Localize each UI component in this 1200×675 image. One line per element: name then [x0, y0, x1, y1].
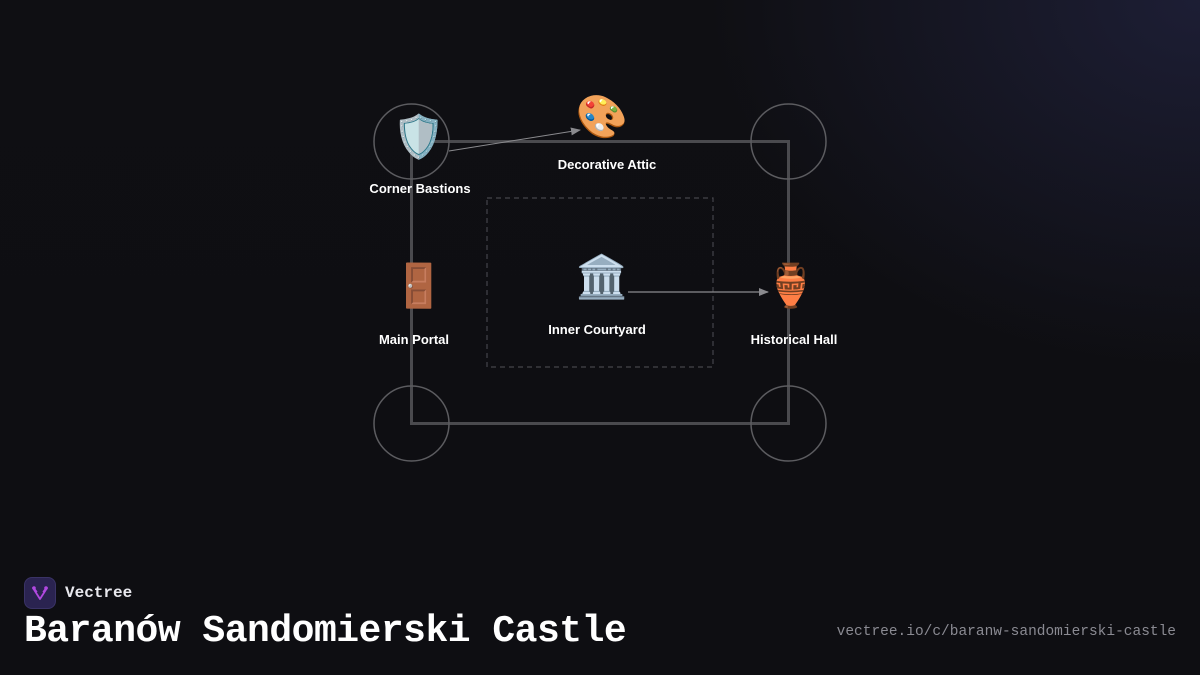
castle-outer-wall: [410, 140, 790, 425]
node-label-corner-bastions[interactable]: Corner Bastions: [369, 181, 471, 196]
page-url[interactable]: vectree.io/c/baranw-sandomierski-castle: [836, 624, 1176, 640]
node-label-main-portal[interactable]: Main Portal: [378, 332, 450, 347]
artist-palette-icon: 🎨: [575, 92, 629, 141]
vectree-logo-icon: [24, 577, 56, 609]
bastion-circle-top-left: [373, 103, 450, 180]
courtyard-boundary: [486, 197, 714, 368]
bastion-circle-bottom-left: [373, 385, 450, 462]
node-label-inner-courtyard[interactable]: Inner Courtyard: [548, 322, 646, 337]
brand: Vectree: [24, 577, 132, 609]
node-label-decorative-attic[interactable]: Decorative Attic: [557, 157, 657, 172]
node-label-historical-hall[interactable]: Historical Hall: [750, 332, 838, 347]
edge-bastions-to-attic: [448, 127, 581, 152]
page-title: Baranów Sandomierski Castle: [24, 610, 627, 653]
brand-name: Vectree: [65, 584, 133, 602]
amphora-icon: 🏺: [764, 261, 818, 310]
door-icon: 🚪: [392, 261, 446, 310]
bastion-circle-top-right: [750, 103, 827, 180]
shield-icon: 🛡️: [392, 112, 446, 161]
classical-building-icon: 🏛️: [575, 252, 629, 301]
bastion-circle-bottom-right: [750, 385, 827, 462]
